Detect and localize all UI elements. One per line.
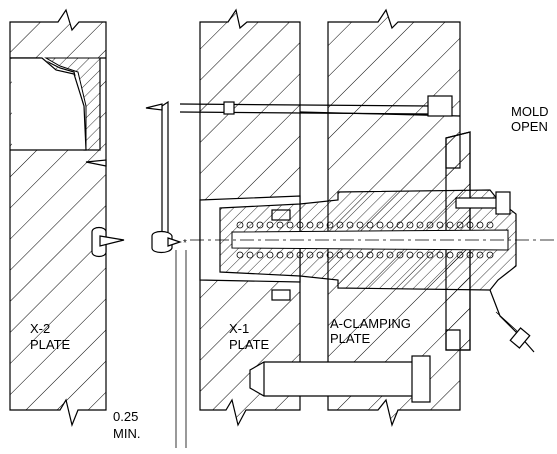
a-clamping-plate-label-line2: PLATE (330, 331, 371, 346)
x2-plate (9, 8, 125, 427)
x1-plate-label-line2: PLATE (229, 337, 270, 352)
x2-plate-label-line2: PLATE (30, 337, 71, 352)
heater-coil-bottom (236, 251, 494, 259)
a-clamping-plate-label-line1: A-CLAMPING (330, 316, 411, 331)
gap-dimension-label-line2: MIN. (113, 426, 140, 441)
x1-plate-label-line1: X-1 (229, 321, 249, 336)
ejected-runner: * (145, 100, 187, 254)
x2-plate-label-line1: X-2 (30, 321, 50, 336)
heater-coil-top (236, 221, 494, 229)
gap-dimension-label-line1: 0.25 (113, 409, 138, 424)
mold-open-label-line2: OPEN (511, 119, 548, 134)
svg-text:*: * (183, 238, 187, 249)
sprue-bushing (190, 189, 555, 353)
gap-dimension (175, 250, 187, 448)
mold-open-label-line1: MOLD (511, 104, 549, 119)
